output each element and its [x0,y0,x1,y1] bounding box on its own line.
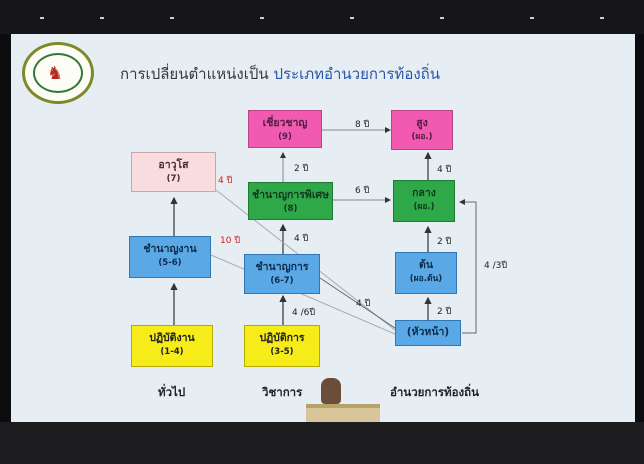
box-sung-sub: (ผอ.) [411,132,433,143]
box-aw: อาวุโส (7) [131,152,216,192]
box-ton-sub: (ผอ.ต้น) [409,274,443,285]
lion-emblem-icon: ♞ [47,63,64,84]
box-pati-ngan-label: ปฏิบัติงาน [149,332,195,344]
label-4-years-b: 4 ปี [437,165,452,175]
ceiling-light [600,17,604,19]
ceiling-light [100,17,104,19]
box-chamnan-kan-sub: (6-7) [270,276,294,287]
box-chamnan-pe: ชำนาญการพิเศษ (8) [248,182,333,220]
label-aw-4-years: 4 ปี [218,176,233,186]
category-admin: อำนวยการท้องถิ่น [390,385,479,399]
box-ton-label: ต้น [419,259,433,271]
box-chamnan-ngan-label: ชำนาญงาน [143,243,197,255]
box-klang: กลาง (ผอ.) [393,180,455,222]
box-aw-label: อาวุโส [158,159,189,171]
title-main: การเปลี่ยนตำแหน่งเป็น [120,65,269,83]
box-hua: (หัวหน้า) [395,320,461,346]
category-academic: วิชาการ [262,385,303,399]
box-pati-ngan-sub: (1-4) [160,347,184,358]
presenter [321,378,341,404]
box-chamnan-pe-sub: (8) [283,204,298,215]
ceiling-light [440,17,444,19]
box-pati-ngan: ปฏิบัติงาน (1-4) [131,325,213,367]
label-8-years: 8 ปี [355,120,370,130]
box-chamnan-pe-label: ชำนาญการพิเศษ [251,189,330,201]
line-chamnan-kan-to-hua [319,277,396,329]
projection-screen [11,34,635,422]
label-2-years-a: 2 ปี [294,164,309,174]
label-2-years-b: 2 ปี [437,237,452,247]
box-klang-sub: (ผอ.) [413,202,435,213]
label-10-years: 10 ปี [220,236,241,246]
ceiling-light [170,17,174,19]
slide-title: การเปลี่ยนตำแหน่งเป็น ประเภทอำนวยการท้อง… [120,62,440,86]
box-chamnan-kan: ชำนาญการ (6-7) [244,254,320,294]
box-chamnan-ngan-sub: (5-6) [158,258,182,269]
line-chamnan-ngan-to-hua [210,254,396,335]
emblem-ring: ♞ [33,53,83,93]
top-dark-band [0,0,644,34]
stage-floor [0,422,644,464]
bracket-hua-to-klang [459,199,477,334]
box-ton: ต้น (ผอ.ต้น) [395,252,457,294]
label-4-years-c: 4 ปี [356,299,371,309]
box-hua-label: (หัวหน้า) [406,326,450,338]
ceiling-light [350,17,354,19]
label-6-years: 6 ปี [355,186,370,196]
label-2-years-c: 2 ปี [437,307,452,317]
box-chiao-label: เชี่ยวชาญ [262,117,308,129]
box-chiao-sub: (9) [278,132,292,143]
box-pati-kan-sub: (3-5) [270,347,294,358]
label-4-6-years: 4 /6ปี [292,308,316,318]
box-sung-label: สูง [416,117,428,129]
ceiling-light [530,17,534,19]
box-sung: สูง (ผอ.) [391,110,453,150]
box-pati-kan-label: ปฏิบัติการ [259,332,305,344]
box-chiao: เชี่ยวชาญ (9) [248,110,322,148]
label-4-3-years: 4 /3ปี [484,261,508,271]
title-highlight: ประเภทอำนวยการท้องถิ่น [273,65,440,83]
ceiling-light [40,17,44,19]
ceiling-light [260,17,264,19]
box-chamnan-kan-label: ชำนาญการ [255,261,309,273]
box-klang-label: กลาง [412,187,436,199]
box-aw-sub: (7) [166,174,181,185]
emblem-logo: ♞ [22,42,94,104]
box-pati-kan: ปฏิบัติการ (3-5) [244,325,320,367]
box-chamnan-ngan: ชำนาญงาน (5-6) [129,236,211,278]
category-general: ทั่วไป [158,385,186,399]
label-4-years-a: 4 ปี [294,234,309,244]
